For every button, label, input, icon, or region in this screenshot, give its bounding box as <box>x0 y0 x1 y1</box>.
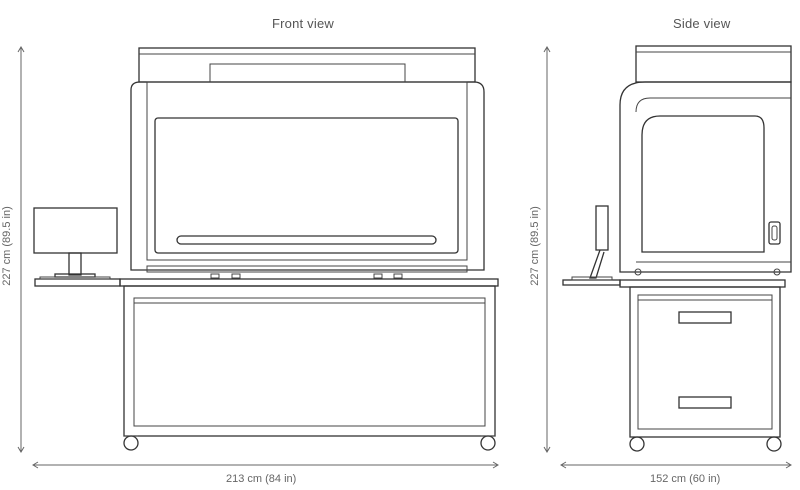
front-base-cabinet <box>123 285 496 437</box>
front-wheel-right <box>480 435 496 451</box>
front-table-top <box>119 278 499 287</box>
side-view-drawing <box>543 45 792 469</box>
side-width-label: 152 cm (60 in) <box>650 473 721 485</box>
front-view-drawing <box>17 46 499 469</box>
front-handle <box>176 235 437 245</box>
side-door <box>641 115 765 253</box>
front-side-shelf <box>34 278 121 287</box>
front-top-panel <box>209 63 406 83</box>
front-cabinet-body <box>130 81 485 271</box>
side-top-housing <box>635 45 792 83</box>
side-base-cabinet <box>629 286 781 438</box>
side-table-top <box>619 279 786 288</box>
side-shelf <box>562 279 621 286</box>
front-monitor <box>33 207 118 254</box>
side-wheel-right <box>766 436 782 452</box>
side-drawer-handle-bottom <box>678 396 732 409</box>
front-window <box>154 117 459 254</box>
side-monitor <box>595 205 609 251</box>
side-cabinet-body <box>619 81 792 273</box>
front-width-label: 213 cm (84 in) <box>226 473 297 485</box>
front-wheel-left <box>123 435 139 451</box>
front-view-title: Front view <box>272 16 334 31</box>
front-top-housing <box>138 47 476 83</box>
side-view-title: Side view <box>673 16 731 31</box>
side-wheel-left <box>629 436 645 452</box>
side-handle <box>768 221 781 245</box>
side-drawer-handle-top <box>678 311 732 324</box>
